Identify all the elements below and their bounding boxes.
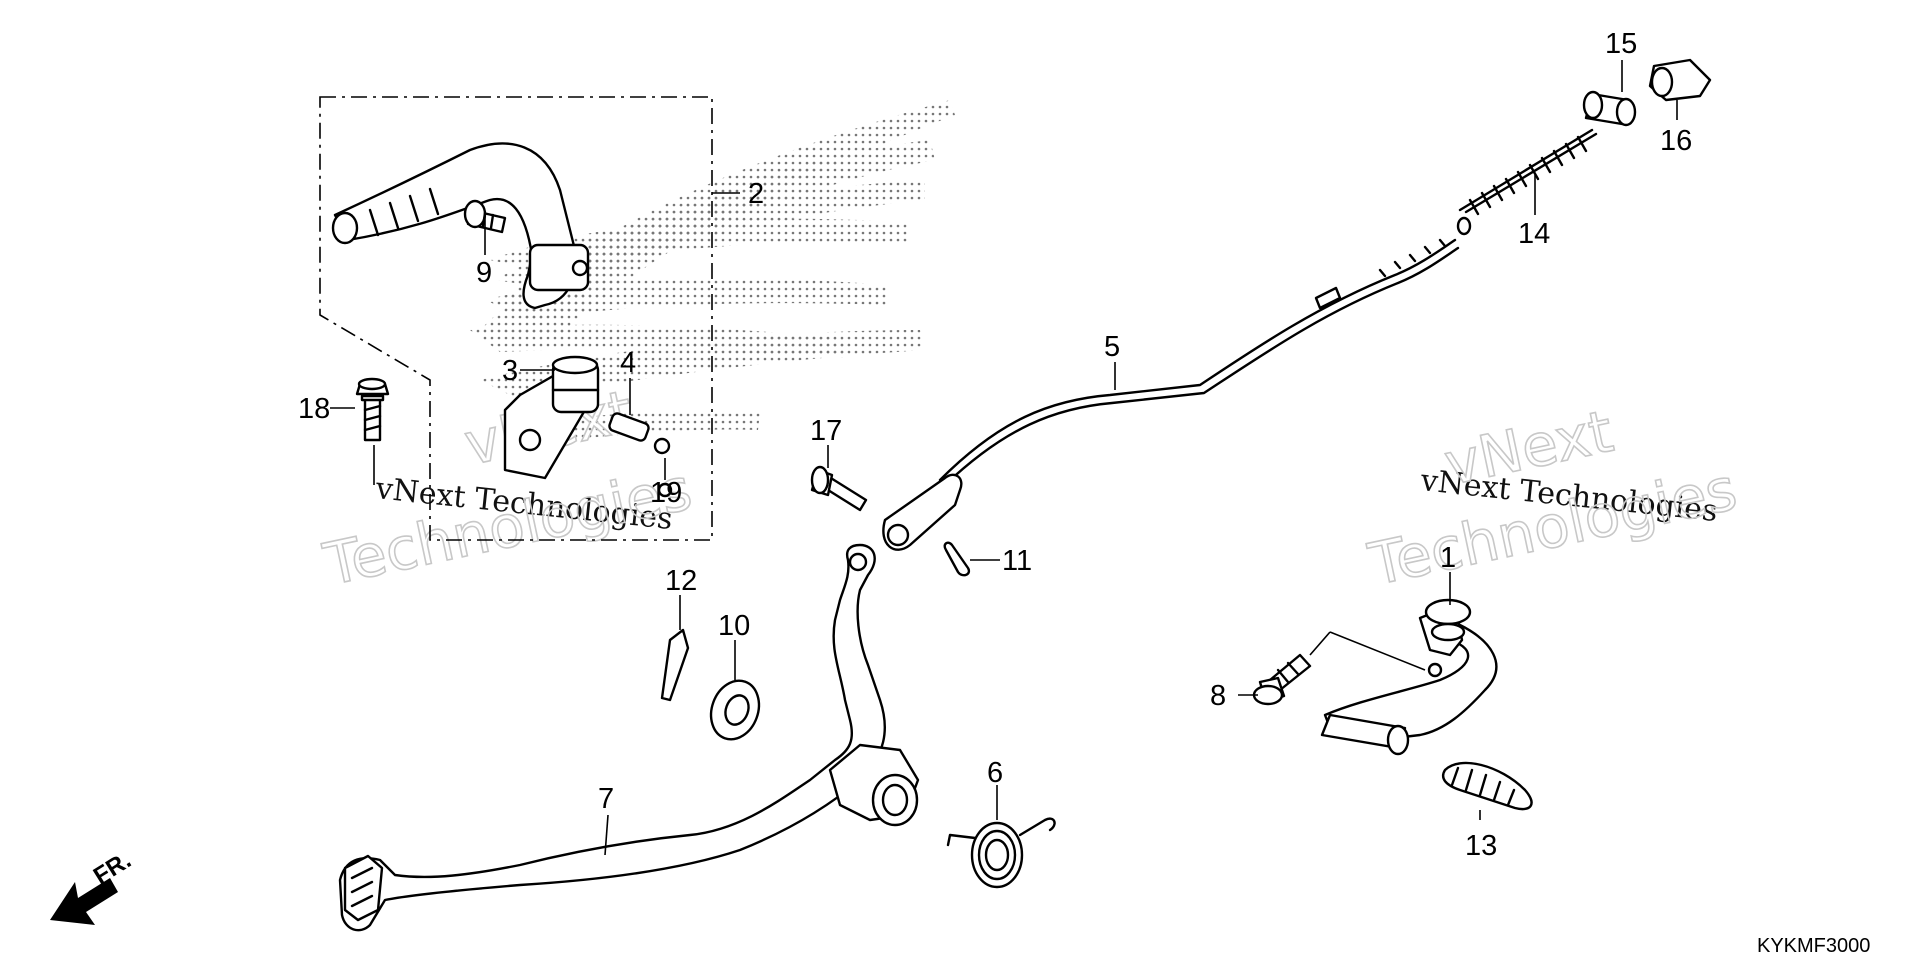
kit-line-1 <box>1329 631 1426 671</box>
callout-16: 16 <box>1660 125 1692 157</box>
kit-boundary <box>319 96 713 541</box>
cotter-pin-part-11 <box>943 541 971 577</box>
spindle-part-3 <box>503 355 600 480</box>
leader-lines <box>330 60 1678 856</box>
rubber-part-13 <box>1441 761 1533 811</box>
front-direction-indicator: FR. <box>50 847 136 925</box>
callout-14: 14 <box>1518 218 1550 250</box>
flange-bolt-part-18 <box>355 377 390 442</box>
flange-bolt-part-8 <box>1252 653 1312 706</box>
callout-4: 4 <box>620 347 636 379</box>
callout-15: 15 <box>1605 28 1637 60</box>
callout-9: 9 <box>476 257 492 289</box>
bolt-part-17 <box>810 465 868 512</box>
nut-part-16 <box>1648 58 1712 102</box>
kit-line-8 <box>1309 631 1331 656</box>
callout-11: 11 <box>1002 545 1032 577</box>
callout-17: 17 <box>810 415 842 447</box>
callout-8: 8 <box>1210 680 1226 712</box>
callout-10: 10 <box>718 610 750 642</box>
callout-3: 3 <box>502 355 518 387</box>
kick-arm-part-2 <box>331 142 590 310</box>
return-spring-part-6 <box>946 817 1056 889</box>
callout-6: 6 <box>987 757 1003 789</box>
callout-7: 7 <box>598 783 614 815</box>
diagram-code: KYKMF3000 <box>1757 935 1870 957</box>
callout-1: 1 <box>1440 542 1456 574</box>
brake-pedal-part-7 <box>338 543 920 932</box>
callout-18: 18 <box>298 393 330 425</box>
callout-numbers: 1 2 3 4 5 6 7 8 9 10 11 12 13 14 15 16 1… <box>298 28 1692 862</box>
cotter-pin-part-12 <box>660 628 690 702</box>
spring-part-4 <box>608 412 650 442</box>
callout-19: 19 <box>650 477 682 509</box>
spring-part-14 <box>1458 128 1598 216</box>
callout-12: 12 <box>665 565 697 597</box>
pivot-bracket-part-1 <box>1320 598 1498 756</box>
ring-part-19 <box>653 437 673 498</box>
bolt-part-9 <box>463 199 507 234</box>
watermark-right: vNext Technologies vNext Technologies <box>1362 396 1743 600</box>
collar-part-15 <box>1582 90 1637 127</box>
front-label: FR. <box>89 847 136 890</box>
callout-5: 5 <box>1104 331 1120 363</box>
front-arrow-icon <box>50 878 118 925</box>
rod-part-5 <box>882 216 1472 551</box>
callout-13: 13 <box>1465 830 1497 862</box>
callout-2: 2 <box>748 178 764 210</box>
washer-part-10 <box>709 679 761 741</box>
